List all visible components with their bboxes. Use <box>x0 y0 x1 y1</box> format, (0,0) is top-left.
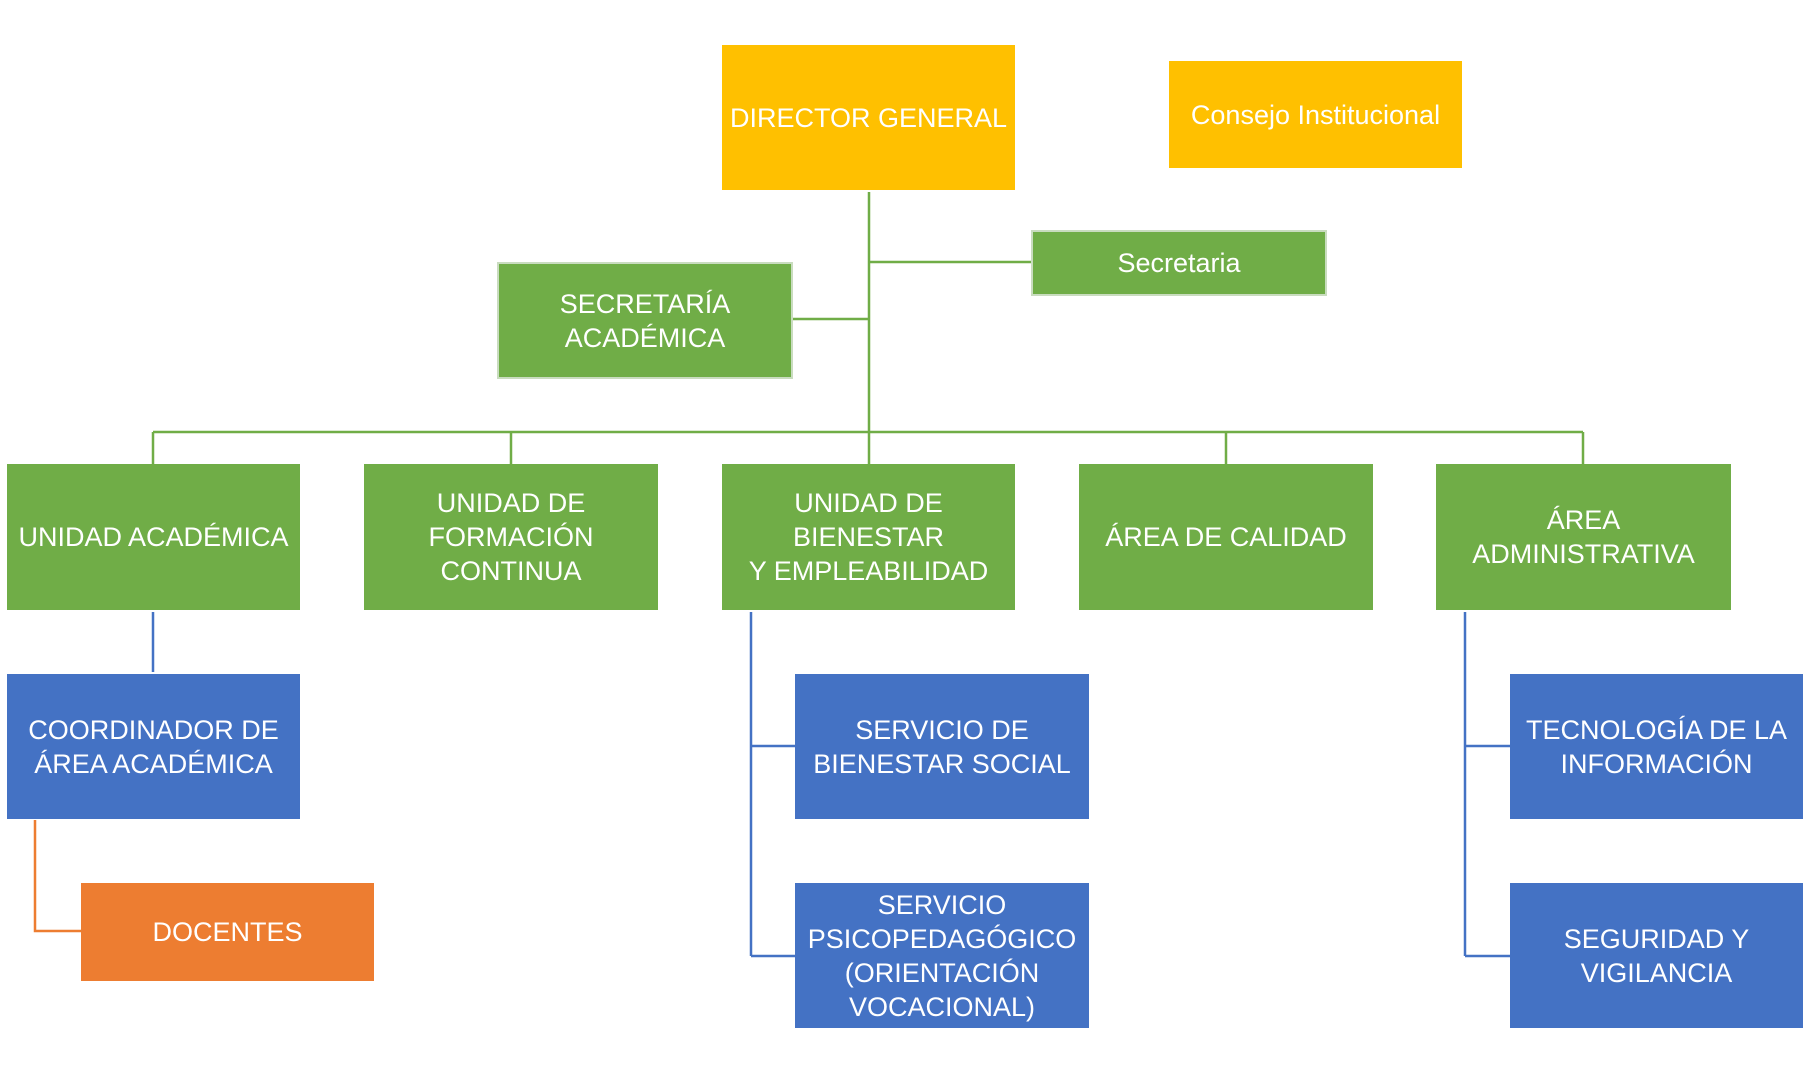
coordinador-area-academica-label: COORDINADOR DE ÁREA ACADÉMICA <box>28 714 279 779</box>
servicio-bienestar-social-label: SERVICIO DE BIENESTAR SOCIAL <box>813 714 1071 779</box>
servicio-psicopedagogico-label: SERVICIO PSICOPEDAGÓGICO (ORIENTACIÓN VO… <box>807 889 1077 1022</box>
unidad-formacion-continua-label: UNIDAD DE FORMACIÓN CONTINUA <box>428 488 594 586</box>
unidad-bienestar-label: UNIDAD DE BIENESTAR Y EMPLEABILIDAD <box>748 488 989 586</box>
coordinador-area-academica-box: COORDINADOR DE ÁREA ACADÉMICA <box>7 674 300 819</box>
area-calidad-label: ÁREA DE CALIDAD <box>1105 522 1347 552</box>
secretaria-academica-box: SECRETARÍA ACADÉMICA <box>497 262 793 379</box>
docentes-label: DOCENTES <box>152 917 303 947</box>
seguridad-vigilancia-box: SEGURIDAD Y VIGILANCIA <box>1510 883 1803 1028</box>
secretaria-box: Secretaria <box>1031 230 1327 296</box>
coordinador-to-docentes-line <box>33 820 81 933</box>
area-administrativa-box: ÁREA ADMINISTRATIVA <box>1436 464 1731 610</box>
tecnologia-informacion-box: TECNOLOGÍA DE LA INFORMACIÓN <box>1510 674 1803 819</box>
unidad-academica-box: UNIDAD ACADÉMICA <box>7 464 300 610</box>
consejo-institucional-box: Consejo Institucional <box>1169 61 1462 168</box>
secretaria-label: Secretaria <box>1117 248 1241 278</box>
docentes-box: DOCENTES <box>81 883 374 981</box>
servicio-psicopedagogico-box: SERVICIO PSICOPEDAGÓGICO (ORIENTACIÓN VO… <box>795 883 1089 1028</box>
consejo-institucional-label: Consejo Institucional <box>1190 99 1441 130</box>
unidad-formacion-continua-box: UNIDAD DE FORMACIÓN CONTINUA <box>364 464 658 610</box>
unidad-bienestar-box: UNIDAD DE BIENESTAR Y EMPLEABILIDAD <box>722 464 1015 610</box>
secretaria-academica-label: SECRETARÍA ACADÉMICA <box>559 288 731 353</box>
unidad-academica-label: UNIDAD ACADÉMICA <box>18 522 289 552</box>
tecnologia-informacion-label: TECNOLOGÍA DE LA INFORMACIÓN <box>1525 714 1788 779</box>
director-general-box: DIRECTOR GENERAL <box>722 45 1015 190</box>
area-calidad-box: ÁREA DE CALIDAD <box>1079 464 1373 610</box>
area-administrativa-label: ÁREA ADMINISTRATIVA <box>1472 505 1695 569</box>
director-general-label: DIRECTOR GENERAL <box>729 102 1008 133</box>
seguridad-vigilancia-label: SEGURIDAD Y VIGILANCIA <box>1563 923 1750 988</box>
servicio-bienestar-social-box: SERVICIO DE BIENESTAR SOCIAL <box>795 674 1089 819</box>
